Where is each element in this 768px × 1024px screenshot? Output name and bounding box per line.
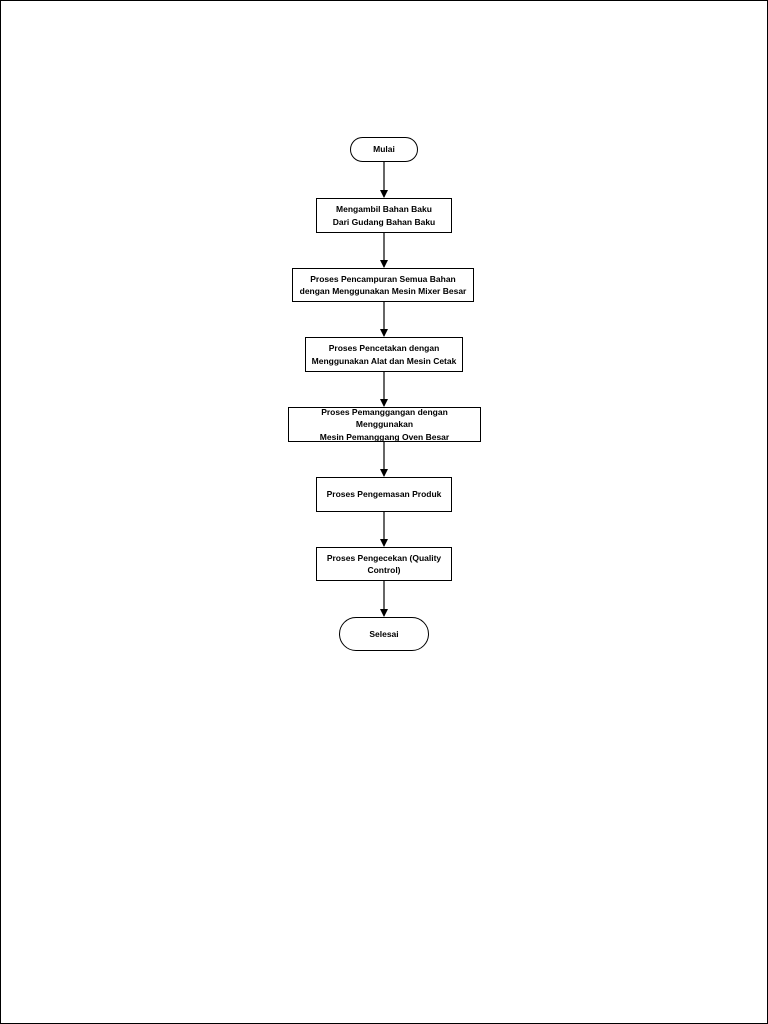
step-baking: Proses Pemanggangan dengan Menggunakan M… bbox=[288, 407, 481, 442]
step-packaging: Proses Pengemasan Produk bbox=[316, 477, 452, 512]
step-mixing: Proses Pencampuran Semua Bahan dengan Me… bbox=[292, 268, 474, 302]
start-terminal: Mulai bbox=[350, 137, 418, 162]
end-terminal: Selesai bbox=[339, 617, 429, 651]
step-molding: Proses Pencetakan dengan Menggunakan Ala… bbox=[305, 337, 463, 372]
step-take-raw-materials: Mengambil Bahan Baku Dari Gudang Bahan B… bbox=[316, 198, 452, 233]
step-quality-control: Proses Pengecekan (Quality Control) bbox=[316, 547, 452, 581]
